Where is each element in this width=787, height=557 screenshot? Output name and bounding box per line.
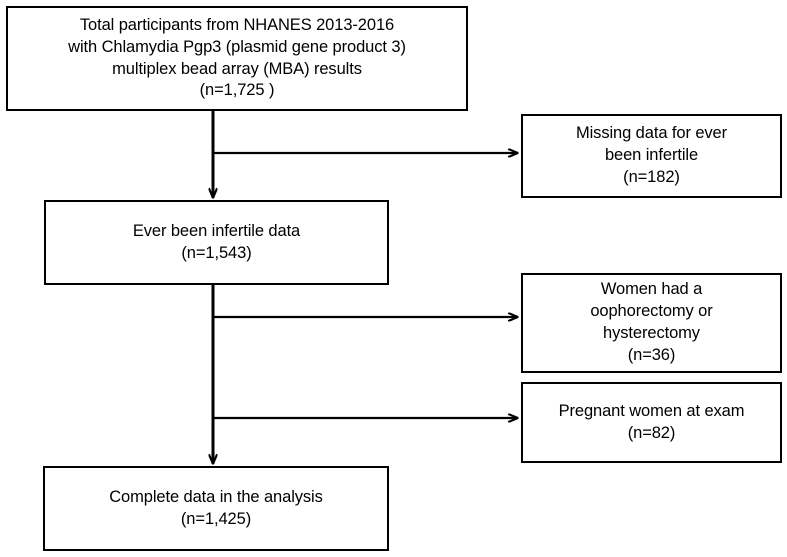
node-surgery-line-2: oophorectomy or [590,302,713,321]
node-surgery-line-1: Women had a [600,280,703,299]
node-missing-data-line-1: Missing data for ever [575,124,728,143]
node-total-participants-line-2: with Chlamydia Pgp3 (plasmid gene produc… [68,37,406,56]
node-pregnant-count: (n=82) [627,423,676,442]
node-ever-been-infertile-count: (n=1,543) [181,243,252,262]
node-surgery-line-3: hysterectomy [603,324,700,342]
node-total-participants-line-1: Total participants from NHANES 2013-2016 [79,15,395,34]
node-complete-data-analysis: Complete data in the analysis (n=1,425) [43,466,389,551]
node-oophorectomy-hysterectomy: Women had a oophorectomy or hysterectomy… [521,273,782,373]
node-missing-data-ever-infertile: Missing data for ever been infertile (n=… [521,114,782,198]
node-ever-been-infertile-line-1: Ever been infertile data [132,221,301,240]
node-total-participants: Total participants from NHANES 2013-2016… [6,6,468,111]
node-pregnant-line-1: Pregnant women at exam [558,401,745,420]
node-missing-data-count: (n=182) [623,167,680,186]
node-ever-been-infertile: Ever been infertile data (n=1,543) [44,200,389,285]
node-missing-data-line-2: been infertile [604,146,699,165]
node-total-participants-count: (n=1,725 ) [199,81,275,100]
node-total-participants-line-3: multiplex bead array (MBA) results [112,59,362,78]
node-complete-data-line-1: Complete data in the analysis [109,487,323,506]
node-surgery-count: (n=36) [627,345,676,364]
node-complete-data-count: (n=1,425) [180,509,252,528]
node-pregnant-women-at-exam: Pregnant women at exam (n=82) [521,382,782,463]
